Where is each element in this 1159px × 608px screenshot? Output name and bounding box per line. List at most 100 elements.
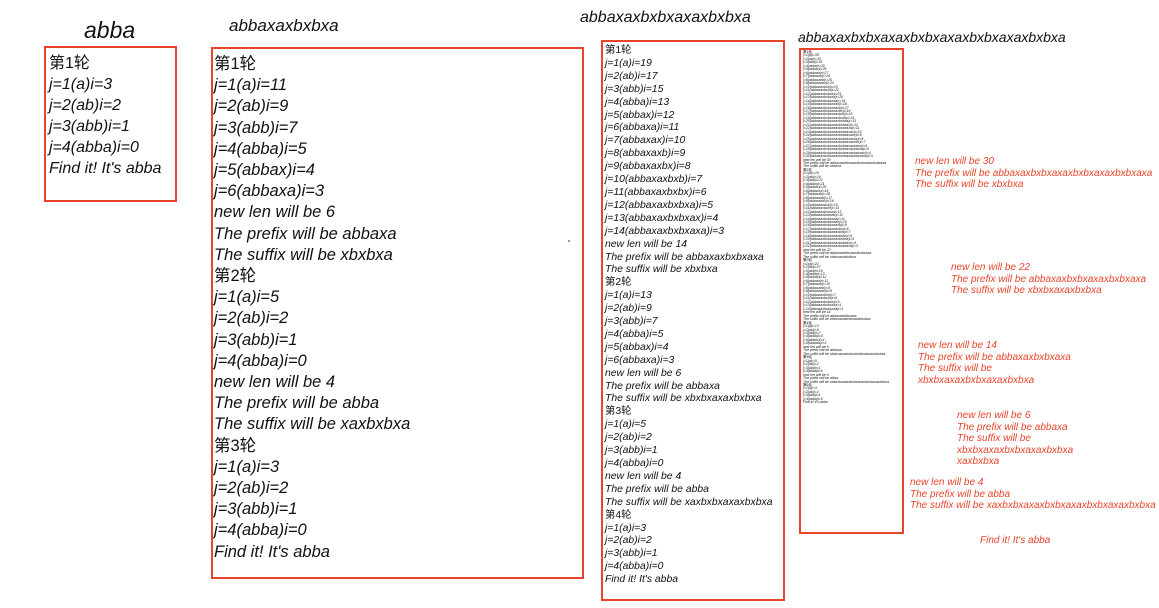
panel-2-line: j=2(ab)i=2 (214, 479, 289, 498)
panel-3-line: j=4(abba)i=13 (605, 96, 670, 108)
panel-4-line: j=13(abbaxaxbxbxax)i=4 (803, 303, 842, 308)
panel-3-line: j=2(ab)i=2 (605, 432, 652, 444)
panel-4-line: j=20(abbaxaxbxbxaxaxbxbxa)i=13 (803, 119, 857, 124)
panel-2-line: j=3(abb)i=1 (214, 500, 298, 519)
annotation-line: The prefix will be abba (910, 488, 1011, 500)
panel-3-line: j=2(ab)i=2 (605, 535, 652, 547)
panel-4-line: j=3(abb)i=7 (803, 330, 821, 335)
panel-4-line: j=9(abbaxaxbx)i=8 (803, 289, 832, 294)
panel-4-line: j=26(abbaxaxbxbxaxaxbxbxaxaxbxb)i=7 (803, 140, 866, 145)
panel-4-line: j=12(abbaxaxbxbxa)i=21 (803, 91, 842, 96)
annotation-line: new len will be 22 (951, 262, 1030, 273)
panel-3-line: new len will be 4 (605, 470, 682, 482)
panel-1-line: 第1轮 (49, 55, 90, 72)
annotation-line: The suffix will be xaxbxbxaxaxbxbxaxaxbx… (910, 500, 1156, 511)
panel-1-line: j=1(a)i=3 (49, 76, 113, 93)
panel-2-line: j=4(abba)i=5 (214, 139, 307, 158)
panel-4-line: 第3轮 (803, 258, 812, 263)
panel-4-line: j=2(ab)i=2 (803, 362, 819, 367)
panel-4-line: j=6(abbaxa)i=3 (803, 341, 827, 346)
panel-3-line: 第3轮 (605, 406, 632, 418)
annotation-line: The suffix will be (918, 363, 992, 374)
panel-4-line: j=18(abbaxaxbxbxaxaxbxb)i=15 (803, 112, 853, 117)
panel-4-line: j=1(a)i=13 (803, 324, 819, 329)
panel-4-line: j=4(abba)i=21 (803, 181, 825, 186)
panel-4-line: j=2(ab)i=17 (803, 265, 821, 270)
panel-4-line: j=2(ab)i=9 (803, 327, 819, 332)
panel-3-line: 第2轮 (605, 277, 632, 289)
panel-3-line: j=1(a)i=3 (605, 522, 647, 534)
panel-2-line: j=1(a)i=5 (214, 288, 280, 307)
panel-4-line: j=1(a)i=21 (803, 261, 819, 266)
panel-3-line: j=7(abbaxax)i=10 (605, 135, 686, 147)
panel-4-line: j=11(abbaxaxbxbx)i=14 (803, 206, 840, 211)
panel-4-line: j=30(abbaxaxbxbxaxaxbxbxaxaxbxbxaxa)i=3 (803, 154, 873, 159)
panel-4-line: j=1(a)i=5 (803, 358, 817, 363)
panel-4-line: j=2(ab)i=2 (803, 389, 819, 394)
panel-4-line: new len will be 30 (803, 157, 831, 162)
panel-4-line: j=14(abbaxaxbxbxaxa)i=19 (803, 98, 846, 103)
panel-4-line: j=4(abba)i=29 (803, 63, 825, 68)
panel-4-line: j=9(abbaxaxbx)i=16 (803, 199, 834, 204)
panel-4-line: new len will be 4 (803, 372, 829, 377)
panel-1-line: j=3(abb)i=1 (49, 118, 130, 135)
panel-4-line: 第2轮 (803, 167, 812, 172)
annotation-line: The prefix will be abbaxaxbxbxaxaxbxbxax… (951, 273, 1147, 285)
panel-4-line: j=6(abbaxa)i=27 (803, 70, 829, 75)
panel-4-line: j=5(abbax)i=28 (803, 67, 827, 72)
panel-2-line: 第2轮 (214, 267, 257, 286)
panel-4-line: j=17(abbaxaxbxbxaxaxbx)i=16 (803, 108, 851, 113)
panel-4-line: Find it! It's abba (803, 400, 828, 405)
panel-3-line: The suffix will be xaxbxbxaxaxbxbxa (605, 496, 773, 508)
panel-4-line: j=5(abbax)i=4 (803, 337, 825, 342)
panel-4-line: j=10(abbaxaxbxb)i=7 (803, 292, 836, 297)
panel-3-line: new len will be 14 (605, 238, 688, 250)
panel-3-line: j=14(abbaxaxbxbxaxa)i=3 (605, 225, 724, 237)
panel-4-line: j=7(abbaxax)i=10 (803, 282, 831, 287)
stray-dot (568, 240, 570, 242)
panel-2-line: j=2(ab)i=9 (214, 97, 289, 116)
panel-3-line: j=5(abbax)i=12 (605, 109, 675, 121)
panel-4-title: abbaxaxbxbxaxaxbxbxaxaxbxbxaxaxbxbxa (798, 29, 1066, 45)
panel-3-line: j=2(ab)i=9 (605, 303, 652, 315)
panel-4-line: j=25(abbaxaxbxbxaxaxbxbxaxaxbx)i=8 (803, 136, 864, 141)
panel-2-line: The suffix will be xaxbxbxa (214, 415, 411, 434)
panel-4-line: j=6(abbaxa)i=11 (803, 278, 829, 283)
panel-4-line: j=3(abb)i=1 (803, 365, 821, 370)
annotation-line: new len will be 14 (918, 340, 997, 351)
panel-4-line: j=16(abbaxaxbxbxaxaxb)i=9 (803, 223, 847, 228)
panel-4-line: j=15(abbaxaxbxbxaxax)i=18 (803, 102, 847, 107)
panel-2-line: j=1(a)i=11 (214, 76, 288, 95)
panel-3-line: j=6(abbaxa)i=11 (605, 122, 680, 134)
panel-4-line: The prefix will be abbaxaxbxbxaxa (803, 313, 857, 318)
annotation-line: The prefix will be abbaxaxbxbxaxa (918, 351, 1071, 363)
panel-2-line: j=1(a)i=3 (214, 457, 280, 476)
panel-2-line: The prefix will be abba (214, 394, 380, 413)
panel-4-line: j=20(abbaxaxbxbxaxaxbxbxa)i=5 (803, 237, 855, 242)
panel-4-line: j=10(abbaxaxbxb)i=15 (803, 202, 838, 207)
panel-3-line: j=2(ab)i=17 (605, 70, 658, 82)
panel-4-line: j=7(abbaxax)i=26 (803, 74, 831, 79)
panel-4-line: j=5(abbax)i=20 (803, 185, 827, 190)
panel-4-line: The prefix will be abbaxaxbxbxaxaxbxbxax… (803, 161, 887, 165)
panel-1-line: j=4(abba)i=0 (49, 139, 139, 156)
panel-3-line: The prefix will be abbaxa (605, 380, 720, 392)
panel-2-line: new len will be 6 (214, 203, 336, 222)
panel-2-line: 第1轮 (214, 55, 257, 73)
panel-4-line: j=17(abbaxaxbxbxaxaxbx)i=8 (803, 226, 849, 231)
panel-4-line: j=28(abbaxaxbxbxaxaxbxbxaxaxbxbxa)i=5 (803, 147, 869, 152)
panel-4-line: j=8(abbaxaxb)i=25 (803, 77, 832, 82)
panel-4-line: j=14(abbaxaxbxbxaxa)i=3 (803, 306, 844, 311)
panel-3-line: 第4轮 (605, 509, 632, 521)
annotation-line: The suffix will be (957, 433, 1031, 444)
panel-4-line: j=29(abbaxaxbxbxaxaxbxbxaxaxbxbxax)i=4 (803, 150, 871, 155)
annotation-line: new len will be 30 (915, 156, 994, 167)
panel-4-line: j=3(abb)i=15 (803, 268, 823, 273)
panel-4-line: 第6轮 (803, 383, 812, 387)
panel-4-line: j=5(abbax)i=12 (803, 275, 827, 280)
panel-4-line: j=12(abbaxaxbxbxa)i=5 (803, 299, 840, 304)
panel-4-line: j=18(abbaxaxbxbxaxaxbxb)i=7 (803, 230, 851, 235)
panel-4-line: The prefix will be abba (803, 376, 839, 381)
panel-4-line: j=3(abb)i=22 (803, 178, 823, 183)
